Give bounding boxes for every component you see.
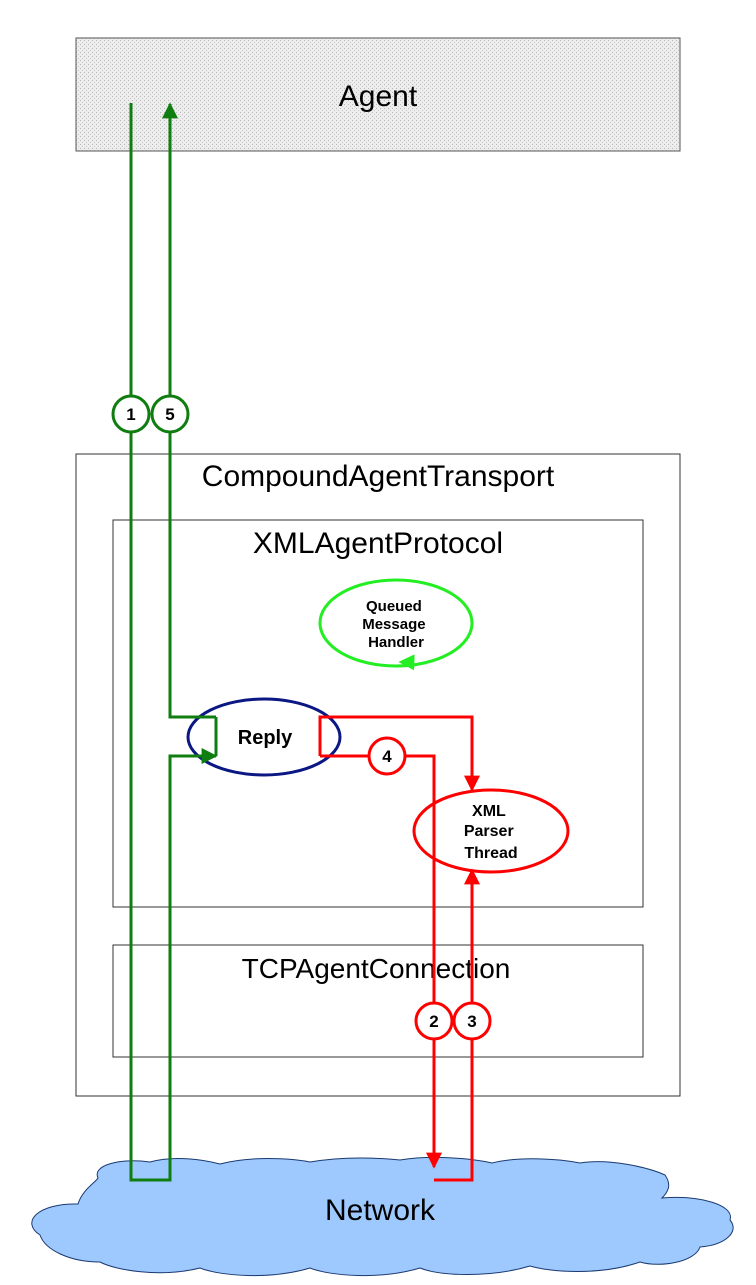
queued-label-line-1: Queued	[366, 598, 422, 615]
xml-agent-protocol-box: XMLAgentProtocol	[112, 519, 644, 908]
step-2-badge: 2	[414, 1001, 454, 1041]
agent-label: Agent	[339, 80, 418, 113]
step-4-label: 4	[382, 747, 392, 766]
xml-agent-protocol-label: XMLAgentProtocol	[253, 527, 503, 560]
return-path-green-5	[162, 102, 216, 719]
step-1-badge: 1	[111, 394, 151, 434]
step-4-badge: 4	[367, 736, 407, 776]
reply-node: Reply	[186, 697, 342, 777]
queued-message-handler-label: Queued Message Handler	[362, 598, 430, 651]
parser-label-line-2: Parser	[464, 823, 514, 840]
network-label: Network	[325, 1194, 436, 1227]
step-3-badge: 3	[452, 1001, 492, 1041]
queued-label-line-2: Message	[362, 616, 425, 633]
network-cloud: Network	[31, 1156, 734, 1277]
step-3-label: 3	[467, 1012, 476, 1031]
outgoing-path-green-1	[129, 103, 218, 1182]
parser-label-line-3: Thread	[464, 845, 517, 862]
tcp-agent-connection-label: TCPAgentConnection	[242, 953, 511, 984]
step-2-label: 2	[429, 1012, 438, 1031]
xml-parser-thread-label: XML Parser Thread	[464, 803, 518, 862]
queued-message-handler-node: Queued Message Handler	[318, 578, 474, 671]
red-path-reply-to-parser	[318, 715, 480, 792]
step-5-badge: 5	[150, 394, 190, 434]
tcp-agent-connection-box: TCPAgentConnection	[112, 944, 644, 1058]
step-1-label: 1	[126, 405, 135, 424]
step-5-label: 5	[165, 405, 174, 424]
parser-label-line-1: XML	[472, 803, 506, 820]
agent-box: Agent	[75, 37, 681, 152]
reply-label: Reply	[238, 727, 293, 749]
red-path-network-to-parser	[434, 868, 480, 1182]
xml-parser-thread-node: XML Parser Thread	[412, 788, 570, 874]
compound-agent-transport-label: CompoundAgentTransport	[202, 460, 555, 493]
queued-label-line-3: Handler	[368, 634, 424, 651]
